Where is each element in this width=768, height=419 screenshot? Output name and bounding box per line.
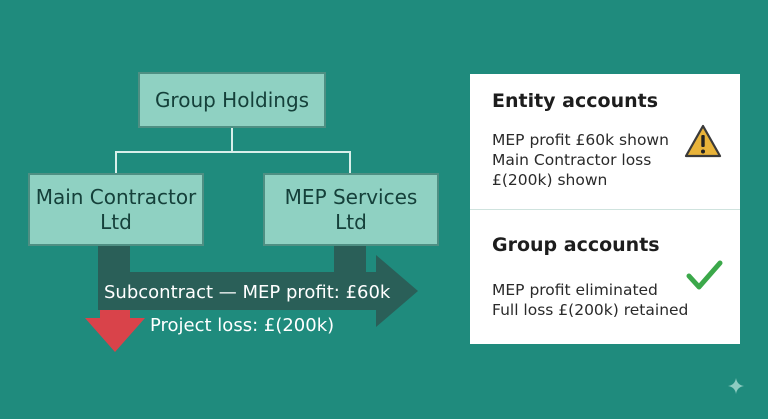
entity-line: Main Contractor loss: [492, 151, 652, 169]
main-contractor-node: Main Contractor Ltd: [28, 173, 204, 246]
loss-arrow: [85, 300, 145, 352]
mep-services-label: MEP Services Ltd: [284, 185, 418, 234]
entity-line: MEP profit £60k shown: [492, 131, 669, 149]
subcontract-arrow: [98, 255, 418, 327]
group-line: Full loss £(200k) retained: [492, 301, 689, 319]
warning-icon: [684, 124, 722, 158]
mep-services-node: MEP Services Ltd: [263, 173, 439, 246]
connector-stem: [231, 128, 233, 152]
main-contractor-label: Main Contractor Ltd: [35, 185, 197, 234]
connector-right-drop: [349, 151, 351, 173]
sparkle-icon: [728, 378, 744, 394]
subcontract-flow-label: Subcontract — MEP profit: £60k: [104, 282, 391, 303]
panel-divider: [470, 209, 740, 210]
connector-crossbar: [115, 151, 351, 153]
accounts-panel: Entity accounts MEP profit £60k shown Ma…: [470, 74, 740, 344]
check-icon: [686, 260, 723, 290]
entity-accounts-body: MEP profit £60k shown Main Contractor lo…: [492, 130, 669, 190]
connector-left-drop: [115, 151, 117, 173]
entity-line: £(200k) shown: [492, 171, 608, 189]
group-accounts-body: MEP profit eliminated Full loss £(200k) …: [492, 280, 688, 320]
entity-accounts-title: Entity accounts: [492, 90, 659, 112]
group-holdings-node: Group Holdings: [138, 72, 326, 128]
project-loss-label: Project loss: £(200k): [150, 315, 335, 336]
group-accounts-title: Group accounts: [492, 234, 660, 256]
group-holdings-label: Group Holdings: [154, 87, 310, 112]
group-line: MEP profit eliminated: [492, 281, 658, 299]
